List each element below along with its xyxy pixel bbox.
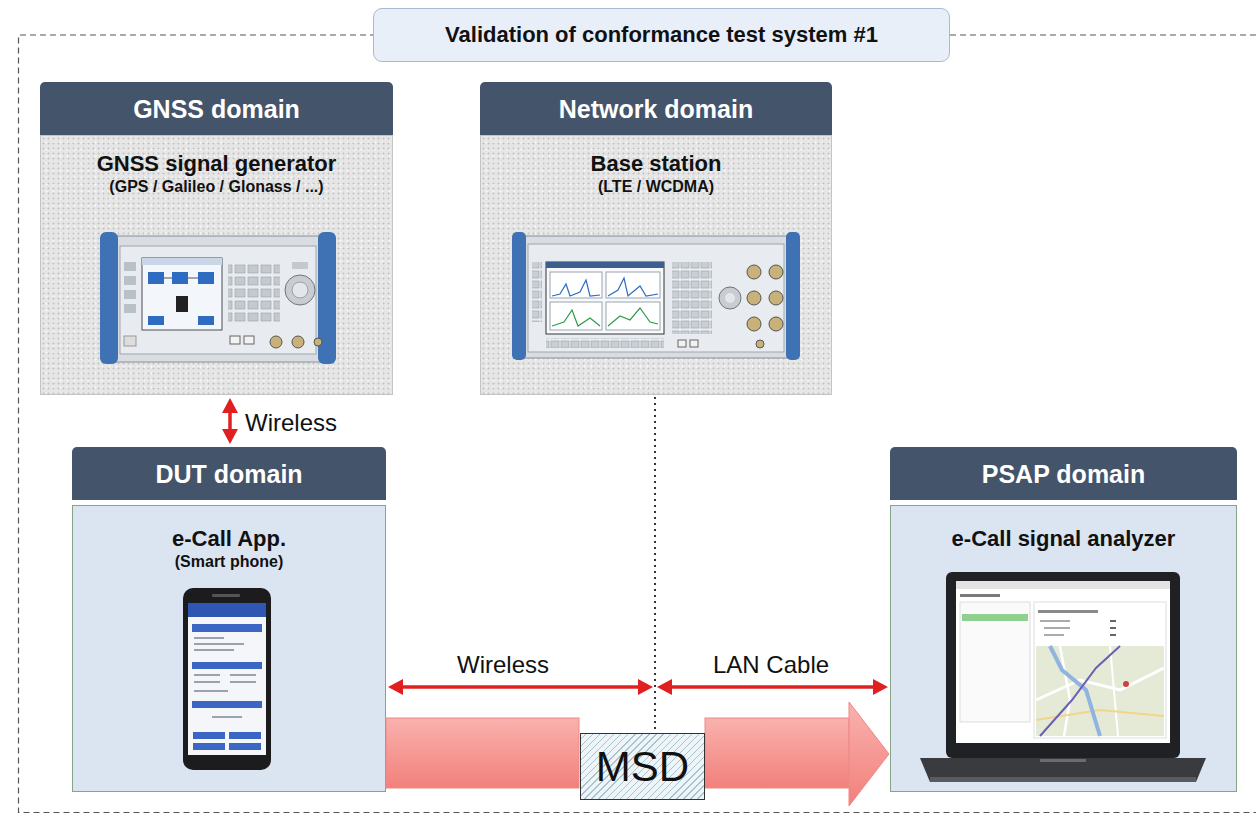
diagram-title: Validation of conformance test system #1 <box>445 21 878 49</box>
domain-header: Network domain <box>480 82 832 135</box>
link-label: Wireless <box>245 408 337 438</box>
fat-arrow-body <box>386 718 579 788</box>
arrow-head <box>638 679 653 695</box>
arrow-head <box>222 429 238 444</box>
link-arrow <box>388 397 655 730</box>
arrow-line <box>401 685 640 689</box>
arrow-head <box>657 679 672 695</box>
base-station-tester <box>512 232 800 360</box>
arrow-head <box>388 679 403 695</box>
fat-arrow-body <box>705 718 849 788</box>
domain-header: GNSS domain <box>40 82 393 135</box>
device-name: e-Call signal analyzer <box>952 525 1176 552</box>
smartphone <box>183 588 271 770</box>
link-label: Wireless <box>457 650 549 680</box>
signal-generator <box>100 232 336 364</box>
link-label: LAN Cable <box>713 650 829 680</box>
device-detail: (GPS / Galileo / Glonass / ...) <box>109 177 323 197</box>
link-arrow <box>222 398 238 444</box>
domain-header: PSAP domain <box>890 447 1237 500</box>
device-detail: (LTE / WCDMA) <box>598 177 714 197</box>
data-flow-arrow <box>705 702 889 806</box>
domain-title: PSAP domain <box>982 459 1145 489</box>
device-name: Base station <box>591 150 722 177</box>
fat-arrow-head <box>849 702 889 806</box>
domain-title: Network domain <box>559 94 753 124</box>
arrow-line <box>228 411 232 431</box>
domain-title: GNSS domain <box>133 94 300 124</box>
device-detail: (Smart phone) <box>175 552 283 572</box>
title-box: Validation of conformance test system #1 <box>373 8 950 62</box>
msd-box: MSD <box>580 733 705 800</box>
arrow-line <box>670 685 875 689</box>
dotted-link <box>654 397 656 730</box>
device-name: GNSS signal generator <box>97 150 337 177</box>
dotted-link <box>654 397 656 730</box>
arrow-head <box>873 679 888 695</box>
msd-label: MSD <box>596 743 689 791</box>
arrow-head <box>222 398 238 413</box>
data-flow-arrow <box>386 718 579 788</box>
link-arrow <box>655 397 888 730</box>
domain-header: DUT domain <box>72 447 386 500</box>
frame-line <box>19 35 1256 813</box>
domain-title: DUT domain <box>155 459 302 489</box>
device-name: e-Call App. <box>172 525 286 552</box>
laptop <box>920 572 1206 782</box>
